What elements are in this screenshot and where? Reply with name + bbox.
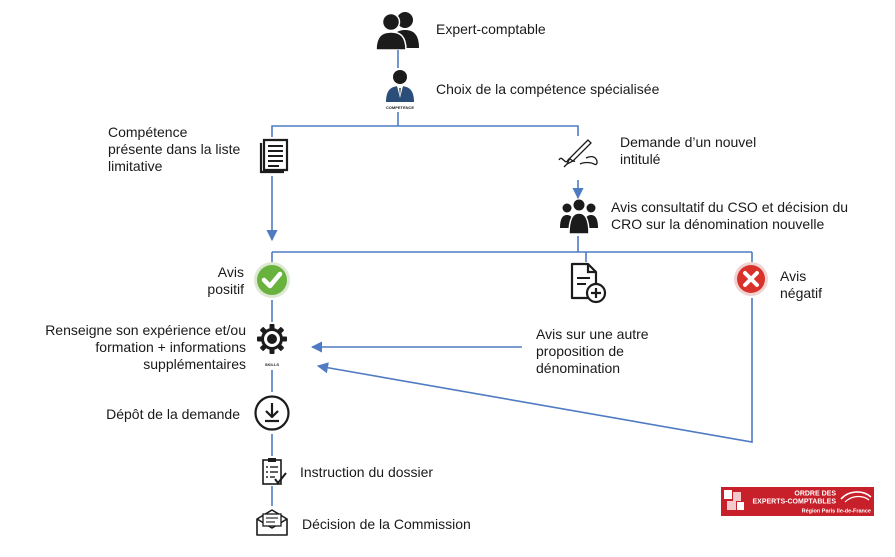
connector-cso-branch <box>271 236 753 262</box>
connector-negatif-to-skills <box>316 298 753 443</box>
team-icon <box>560 199 598 235</box>
node-instruction-dossier: Instruction du dossier <box>300 464 434 480</box>
logo-line-3: Région Paris Ile-de-France <box>802 509 871 515</box>
download-icon <box>254 395 290 431</box>
competence-icon-label: COMPETENCE <box>386 105 415 110</box>
ordre-experts-comptables-logo: ORDRE DES EXPERTS-COMPTABLES Région Pari… <box>721 487 874 516</box>
node-demande-nouvel-intitule: Demande d’un nouvel intitulé <box>620 134 757 167</box>
node-competence-presente: Compétence présente dans la liste limita… <box>108 124 241 174</box>
checklist-icon <box>262 458 287 485</box>
cross-icon <box>734 262 768 296</box>
node-decision-commission: Décision de la Commission <box>302 516 471 532</box>
file-add-icon <box>570 262 607 304</box>
signature-icon <box>558 139 598 168</box>
connector-choix-branch <box>271 112 579 137</box>
node-avis-negatif: Avis négatif <box>780 268 823 301</box>
skills-gear-icon: SKILLS <box>257 324 287 367</box>
users-icon <box>376 12 419 50</box>
skills-icon-label: SKILLS <box>265 362 280 367</box>
check-icon <box>254 262 290 298</box>
node-avis-cso-cro: Avis consultatif du CSO et décision du C… <box>611 199 849 232</box>
logo-line-1: ORDRE DES <box>794 491 836 498</box>
node-autre-proposition: Avis sur une autre proposition de dénomi… <box>536 326 649 376</box>
node-choix-competence: Choix de la compétence spécialisée <box>436 81 660 97</box>
node-renseigne-experience: Renseigne son expérience et/ou formation… <box>45 322 246 372</box>
node-avis-positif: Avis positif <box>207 264 244 297</box>
node-depot-demande: Dépôt de la demande <box>106 406 240 422</box>
logo-line-2: EXPERTS-COMPTABLES <box>753 499 837 506</box>
node-expert-comptable: Expert-comptable <box>436 21 546 37</box>
decision-icon <box>256 509 288 536</box>
document-list-icon <box>259 138 289 174</box>
businessman-icon: COMPETENCE <box>386 70 415 110</box>
